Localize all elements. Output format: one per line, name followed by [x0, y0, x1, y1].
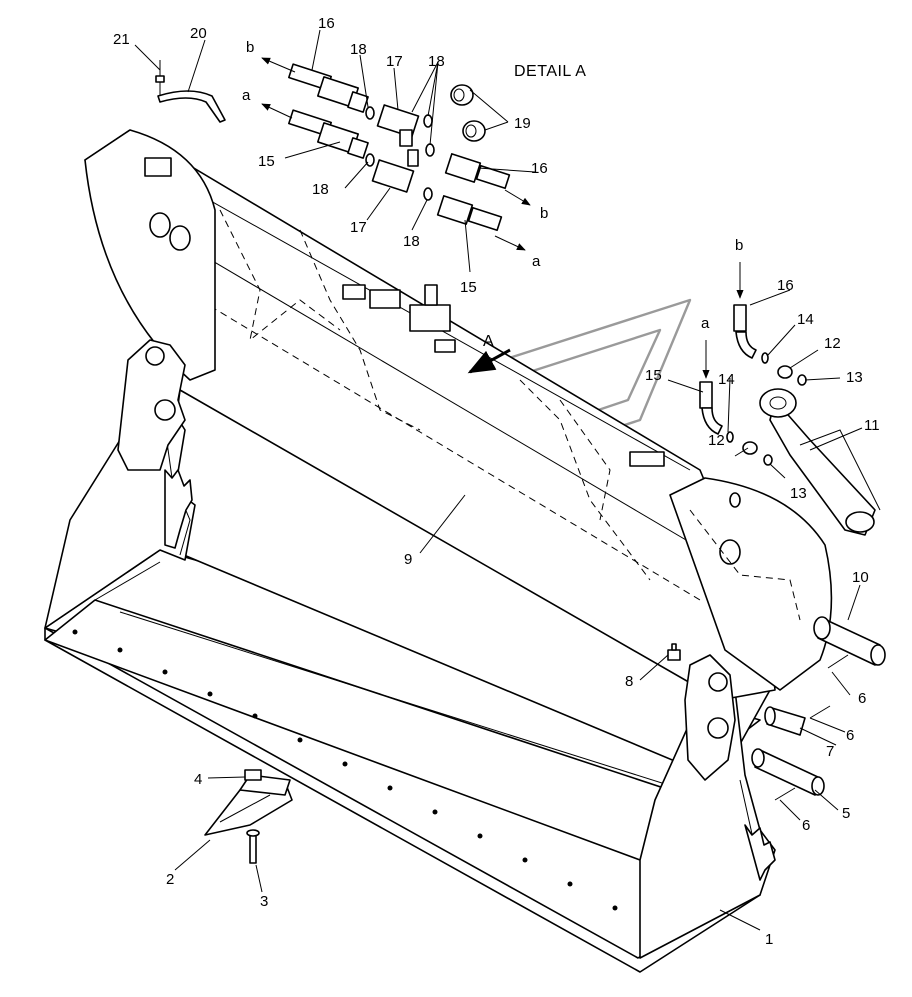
hose-clamp-left: [144, 157, 172, 177]
callout-13b: 13: [790, 485, 807, 502]
callout-16a: 16: [318, 15, 335, 32]
callout-18c: 18: [312, 181, 329, 198]
callout-15c: 15: [645, 367, 662, 384]
roll-pin-6c: [774, 787, 796, 801]
callout-14b: 14: [718, 371, 735, 388]
callout-20: 20: [190, 25, 207, 42]
flow-label-b-right: b: [735, 237, 743, 254]
callout-16c: 16: [777, 277, 794, 294]
flow-label-b-lower: b: [540, 205, 548, 222]
bolt-21: [155, 75, 165, 83]
callout-21: 21: [113, 31, 130, 48]
roll-pin-6b: [809, 705, 831, 719]
nut-4: [244, 769, 262, 781]
right-mount-cheek: [669, 477, 833, 691]
bucket-assembly: [44, 129, 833, 973]
hose-clamp-right: [629, 451, 665, 467]
quick-coupler-16-lower: [444, 153, 511, 190]
callout-1: 1: [765, 931, 773, 948]
right-serrated-edge: [744, 824, 776, 881]
tee-fitting-17-upper: [376, 104, 420, 147]
callout-18a: 18: [350, 41, 367, 58]
callout-8: 8: [625, 673, 633, 690]
flow-label-b-upper: b: [246, 39, 254, 56]
view-a-arrow: [467, 348, 511, 374]
flow-label-a-lower: a: [532, 253, 541, 270]
left-serrated-edge: [164, 469, 193, 549]
callout-labels: 1 2 3 4 5 6 6 6 7 8 9 10 11 12 12 13 13 …: [113, 15, 880, 948]
callout-14a: 14: [797, 311, 814, 328]
callout-6b: 6: [846, 727, 854, 744]
leader-lines: [134, 29, 863, 931]
roll-pin-6a: [827, 654, 849, 669]
dust-caps-19: [450, 84, 486, 142]
detail-a-assembly: [155, 57, 531, 251]
callout-19: 19: [514, 115, 531, 132]
right-mounting-ear: [684, 654, 736, 781]
hose-guard-20: [157, 90, 226, 123]
callout-2: 2: [166, 871, 174, 888]
callout-3: 3: [260, 893, 268, 910]
quick-coupler-15-upper: [288, 109, 369, 159]
callout-9: 9: [404, 551, 412, 568]
callout-4: 4: [194, 771, 202, 788]
callout-18b: 18: [428, 53, 445, 70]
callout-6c: 6: [858, 690, 866, 707]
callout-16b: 16: [531, 160, 548, 177]
callout-7: 7: [826, 743, 834, 760]
callout-17a: 17: [386, 53, 403, 70]
hydraulic-block: [409, 304, 451, 332]
elbow-fitting-15-right: [699, 381, 723, 435]
callout-15b: 15: [460, 279, 477, 296]
callout-18d: 18: [403, 233, 420, 250]
quick-coupler-16-upper: [288, 63, 369, 113]
callout-15a: 15: [258, 153, 275, 170]
pin-10: [813, 616, 886, 666]
callout-12b: 12: [708, 432, 725, 449]
callout-5: 5: [842, 805, 850, 822]
callout-10: 10: [852, 569, 869, 586]
edge-bolt-holes: [72, 629, 618, 911]
pin-7: [764, 706, 806, 736]
flow-direction-labels: a b a b a b: [242, 39, 743, 332]
tooth-adapter-2: [204, 774, 293, 836]
tee-fitting-17-lower: [371, 149, 419, 193]
callout-13a: 13: [846, 369, 863, 386]
hydraulic-cylinder-11: [759, 388, 881, 536]
callout-11: 11: [864, 417, 880, 434]
callout-17b: 17: [350, 219, 367, 236]
detail-a-title: DETAIL A: [514, 63, 586, 80]
left-mounting-ear: [117, 339, 186, 471]
callout-12a: 12: [824, 335, 841, 352]
bolt-3: [246, 829, 260, 864]
flow-label-a-upper: a: [242, 87, 251, 104]
right-cheek-boss: [719, 539, 741, 565]
quick-coupler-15-lower: [436, 195, 503, 232]
pin-5: [751, 748, 825, 796]
view-marker-a: A: [483, 333, 494, 350]
left-mount-cheek: [84, 129, 216, 381]
flow-label-a-right: a: [701, 315, 710, 332]
callout-6a: 6: [802, 817, 810, 834]
elbow-fitting-16-right: [733, 304, 757, 359]
